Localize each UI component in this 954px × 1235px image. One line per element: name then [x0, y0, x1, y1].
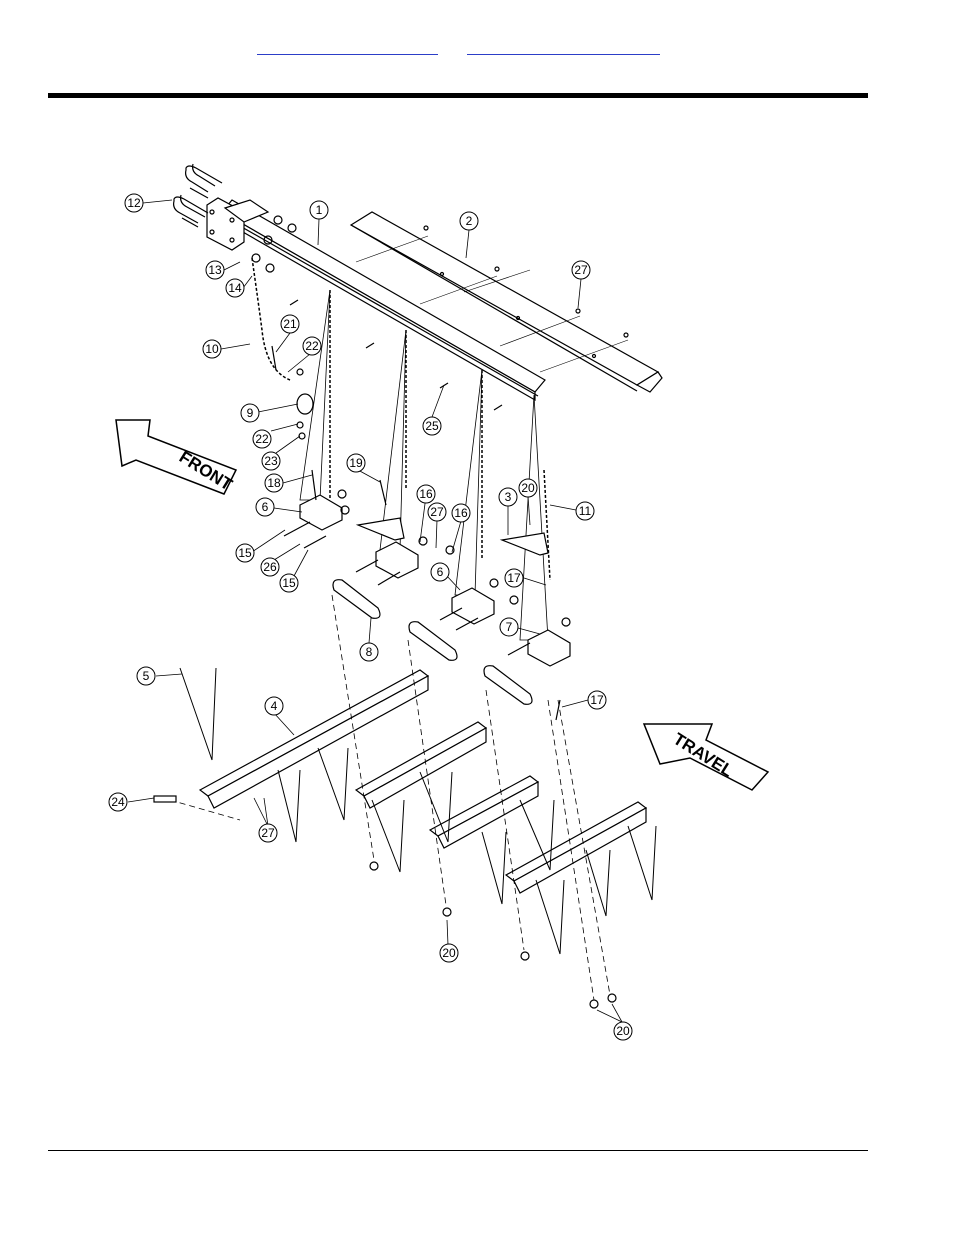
svg-text:24: 24: [111, 795, 125, 809]
front-arrow: FRONT: [116, 420, 236, 495]
svg-text:7: 7: [506, 620, 513, 634]
pin-24: [154, 796, 176, 802]
callout-14: 14: [226, 279, 244, 297]
svg-text:21: 21: [283, 317, 297, 331]
svg-text:12: 12: [127, 196, 141, 210]
svg-text:5: 5: [143, 669, 150, 683]
svg-text:10: 10: [205, 342, 219, 356]
svg-text:3: 3: [505, 490, 512, 504]
svg-text:17: 17: [590, 693, 604, 707]
svg-text:23: 23: [264, 454, 278, 468]
svg-text:13: 13: [208, 263, 222, 277]
svg-text:22: 22: [255, 432, 269, 446]
svg-text:8: 8: [366, 645, 373, 659]
svg-text:6: 6: [262, 500, 269, 514]
callout-13: 13: [206, 261, 224, 279]
callout-16b: 16: [452, 504, 470, 522]
svg-text:14: 14: [228, 281, 242, 295]
header-rule: [48, 93, 868, 98]
callout-17b: 17: [588, 691, 606, 709]
svg-text:9: 9: [247, 406, 254, 420]
svg-text:4: 4: [271, 699, 278, 713]
callout-3: 3: [499, 488, 517, 506]
tine-arms: [333, 580, 532, 705]
svg-text:15: 15: [238, 546, 252, 560]
svg-text:16: 16: [419, 487, 433, 501]
travel-arrow: TRAVEL: [644, 724, 768, 790]
callout-15a: 15: [236, 544, 254, 562]
callout-26: 26: [261, 558, 279, 576]
svg-text:22: 22: [305, 339, 319, 353]
callout-23: 23: [262, 452, 280, 470]
callout-22a: 22: [303, 337, 321, 355]
svg-text:20: 20: [521, 481, 535, 495]
callout-22b: 22: [253, 430, 271, 448]
callout-5: 5: [137, 667, 155, 685]
svg-text:6: 6: [437, 565, 444, 579]
footer-rule: [48, 1150, 868, 1151]
callout-9: 9: [241, 404, 259, 422]
callout-15b: 15: [280, 574, 298, 592]
svg-text:2: 2: [466, 214, 473, 228]
callout-20c: 20: [614, 1022, 632, 1040]
callout-18: 18: [265, 474, 283, 492]
svg-text:15: 15: [282, 576, 296, 590]
svg-text:19: 19: [349, 456, 363, 470]
callout-6a: 6: [256, 498, 274, 516]
callout-12: 12: [125, 194, 143, 212]
callout-16a: 16: [417, 485, 435, 503]
callout-20b: 20: [440, 944, 458, 962]
callout-27a: 27: [572, 261, 590, 279]
svg-text:25: 25: [425, 419, 439, 433]
callout-27b: 27: [428, 503, 446, 521]
svg-text:20: 20: [616, 1024, 630, 1038]
callout-8: 8: [360, 643, 378, 661]
svg-text:18: 18: [267, 476, 281, 490]
bottom-nuts: [370, 862, 616, 1008]
header-link-right[interactable]: [467, 40, 660, 55]
callout-20a: 20: [519, 479, 537, 497]
callout-6b: 6: [431, 563, 449, 581]
callout-21: 21: [281, 315, 299, 333]
svg-text:17: 17: [507, 571, 521, 585]
svg-text:20: 20: [442, 946, 456, 960]
parts-diagram: FRONT TRAVEL: [80, 140, 800, 1080]
callout-4: 4: [265, 697, 283, 715]
callout-1: 1: [310, 201, 328, 219]
svg-text:11: 11: [579, 504, 592, 518]
svg-text:27: 27: [261, 826, 275, 840]
callout-7: 7: [500, 618, 518, 636]
callout-2: 2: [460, 212, 478, 230]
svg-text:26: 26: [263, 560, 277, 574]
callout-24: 24: [109, 793, 127, 811]
callout-19: 19: [347, 454, 365, 472]
callout-17a: 17: [505, 569, 523, 587]
svg-text:27: 27: [574, 263, 588, 277]
svg-text:1: 1: [316, 203, 323, 217]
header-link-left[interactable]: [257, 40, 438, 55]
callout-10: 10: [203, 340, 221, 358]
callout-27c: 27: [259, 824, 277, 842]
callout-11: 11: [576, 502, 594, 520]
svg-text:27: 27: [430, 505, 444, 519]
callout-25: 25: [423, 417, 441, 435]
svg-text:16: 16: [454, 506, 468, 520]
